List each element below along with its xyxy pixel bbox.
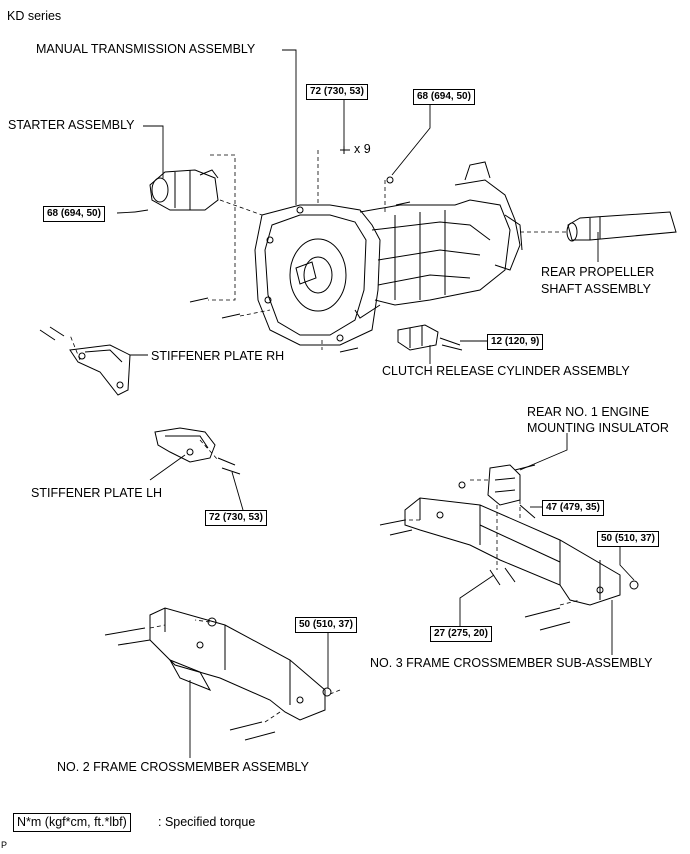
legend-unit-box: N*m (kgf*cm, ft.*lbf): [13, 813, 131, 832]
manual-transmission-label: MANUAL TRANSMISSION ASSEMBLY: [36, 42, 256, 56]
torque-box-no3-nut: 50 (510, 37): [597, 531, 659, 547]
torque-box-clutch-cylinder: 12 (120, 9): [487, 334, 544, 350]
torque-box-rear-mount: 47 (479, 35): [542, 500, 604, 516]
legend-text: : Specified torque: [158, 815, 256, 829]
starter-label: STARTER ASSEMBLY: [8, 118, 135, 132]
no2-crossmember-label: NO. 2 FRAME CROSSMEMBER ASSEMBLY: [57, 760, 309, 774]
no2-crossmember-drawing: [149, 607, 326, 721]
torque-box-stiffener-lh: 72 (730, 53): [205, 510, 267, 526]
rear-mount-label-line2: MOUNTING INSULATOR: [527, 421, 669, 435]
propeller-shaft-drawing: [566, 211, 677, 242]
stiffener-lh-label: STIFFENER PLATE LH: [31, 486, 163, 500]
bolt-count-label: x 9: [354, 142, 371, 156]
assembly-lines: [69, 150, 581, 723]
clutch-cylinder-drawing: [397, 324, 463, 351]
stiffener-lh-drawing: [154, 427, 241, 475]
rear-mount-label-line1: REAR NO. 1 ENGINE: [527, 405, 650, 419]
torque-box-transmission-bolts: 72 (730, 53): [306, 84, 368, 100]
manual-transmission-drawing: [254, 161, 523, 346]
stiffener-rh-label: STIFFENER PLATE RH: [151, 349, 285, 363]
no3-crossmember-label: NO. 3 FRAME CROSSMEMBER SUB-ASSEMBLY: [370, 656, 653, 670]
rear-propeller-label-line2: SHAFT ASSEMBLY: [541, 282, 651, 296]
footer-code: P: [1, 840, 8, 850]
torque-box-starter: 68 (694, 50): [43, 206, 105, 222]
torque-box-no3-bolt: 27 (275, 20): [430, 626, 492, 642]
series-title: KD series: [7, 9, 62, 23]
bolts-drawing: [104, 146, 639, 741]
leader-lines: [116, 49, 635, 758]
rear-mount-drawing: [487, 464, 536, 506]
torque-box-no2-nut: 50 (510, 37): [295, 617, 357, 633]
clutch-cylinder-label: CLUTCH RELEASE CYLINDER ASSEMBLY: [382, 364, 630, 378]
rear-propeller-label-line1: REAR PROPELLER: [541, 265, 655, 279]
torque-box-transmission-nut: 68 (694, 50): [413, 89, 475, 105]
starter-drawing: [149, 169, 219, 211]
no3-crossmember-drawing: [404, 497, 621, 606]
stiffener-rh-drawing: [39, 326, 131, 396]
